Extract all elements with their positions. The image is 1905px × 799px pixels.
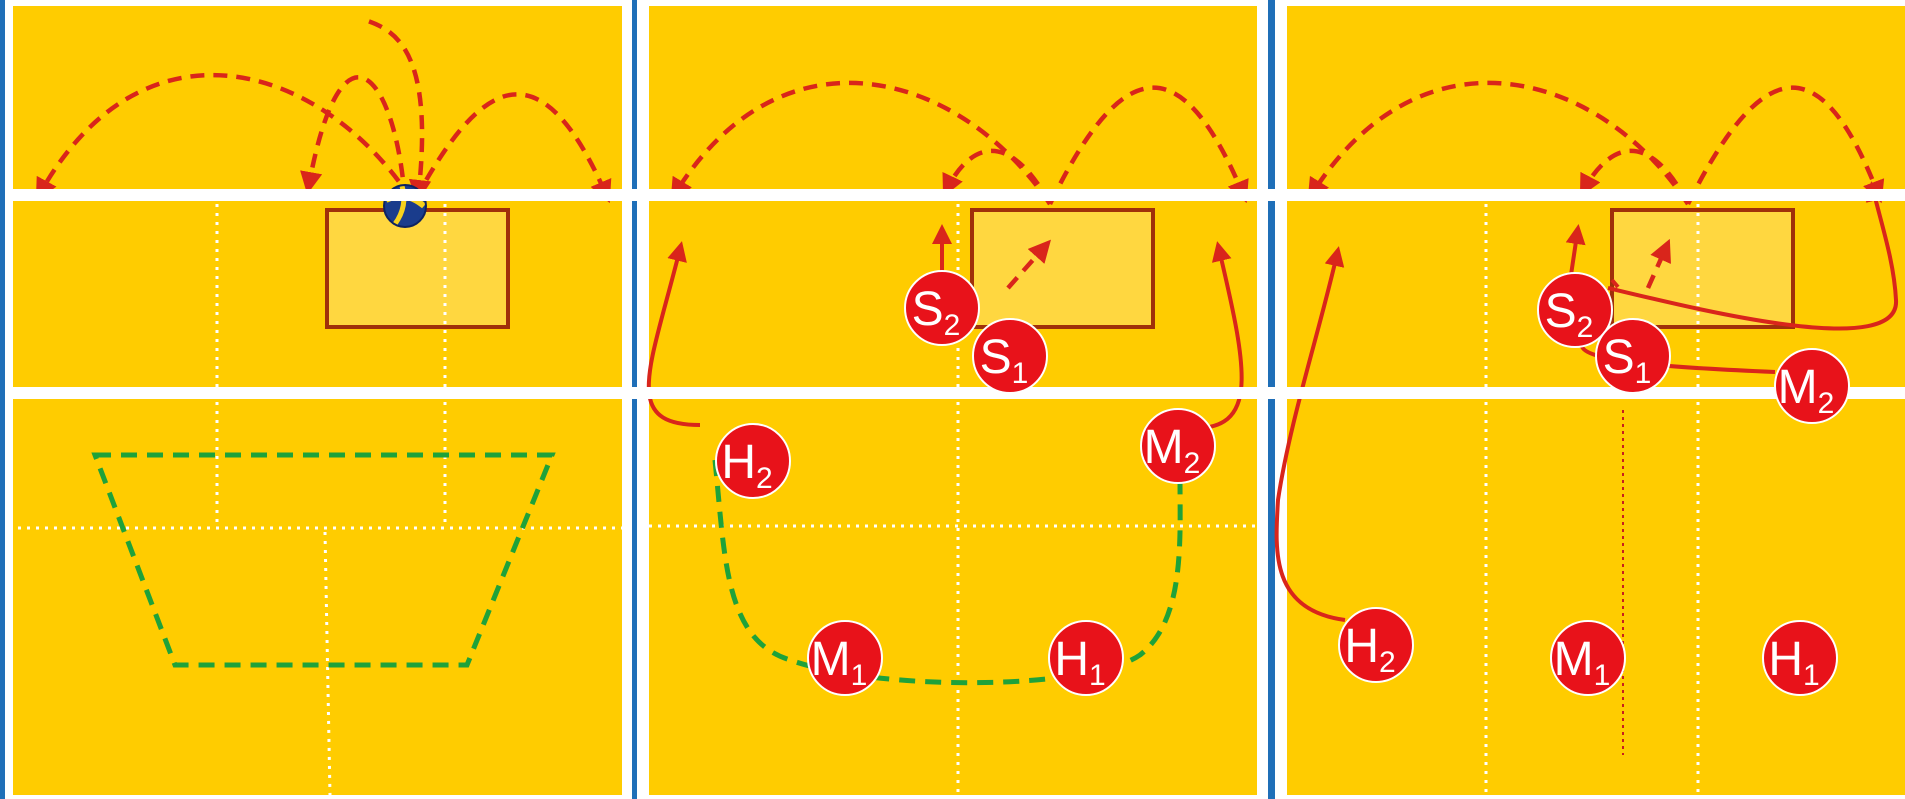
player-s2: S2 [1537,272,1613,348]
court-top-3 [1287,6,1905,189]
player-m1: M1 [807,620,883,696]
coverage-zone-1 [91,452,556,668]
panel-divider-left [0,0,5,799]
target-zone-2 [970,208,1155,329]
court-back-3 [1287,399,1905,795]
player-subscript: 2 [1184,447,1201,480]
player-h1: H1 [1762,620,1838,696]
player-letter: S [1545,285,1577,338]
player-h2: H2 [715,423,791,499]
player-letter: S [912,283,944,336]
player-letter: S [980,331,1012,384]
svg-text:M1: M1 [1554,633,1611,692]
court-front-1 [13,201,622,387]
target-zone-1 [325,208,510,329]
player-h1: H1 [1048,620,1124,696]
svg-text:H2: H2 [1344,620,1395,679]
svg-text:M2: M2 [1778,361,1835,420]
svg-text:S1: S1 [980,331,1029,390]
ball-trajectories-1 [35,17,612,204]
player-movements-3 [1274,181,1899,622]
coverage-arc-2 [712,459,1183,686]
player-subscript: 1 [1012,357,1029,390]
court-back-1 [13,399,622,795]
player-subscript: 1 [1635,357,1652,390]
court-grid-1 [18,204,622,796]
svg-text:S2: S2 [912,283,961,342]
court-lines [13,189,1905,399]
player-subscript: 1 [1594,659,1611,692]
player-letter: M [1144,421,1184,474]
target-zone-3 [1610,208,1795,329]
player-letter: S [1603,331,1635,384]
net-line [13,189,1905,201]
player-letter: H [1054,633,1089,686]
player-s2: S2 [904,270,980,346]
panel-divider-1 [632,0,637,799]
player-subscript: 1 [1089,659,1106,692]
svg-text:S2: S2 [1545,285,1594,344]
player-subscript: 1 [1803,659,1820,692]
player-subscript: 2 [1379,646,1396,679]
player-subscript: 2 [1577,311,1594,344]
player-subscript: 1 [851,659,868,692]
svg-text:H1: H1 [1768,633,1819,692]
player-letter: M [1778,361,1818,414]
court-grid-2 [649,204,1257,795]
court-top-2 [649,6,1257,189]
panel-divider-2 [1268,0,1275,799]
ball-trajectories-2 [670,80,1249,290]
player-subscript: 2 [944,309,961,342]
player-subscript: 2 [1818,387,1835,420]
ball-trajectories-3 [1307,80,1885,289]
svg-text:S1: S1 [1603,331,1652,390]
svg-text:H1: H1 [1054,633,1105,692]
player-letter: M [811,633,851,686]
svg-text:H2: H2 [721,436,772,495]
svg-text:M2: M2 [1144,421,1201,480]
player-letter: H [1768,633,1803,686]
svg-text:M1: M1 [811,633,868,692]
player-letter: H [1344,620,1379,673]
player-s1: S1 [972,318,1048,394]
attack-line [13,387,1905,399]
court-top-1 [13,6,622,189]
player-h2: H2 [1338,607,1414,683]
panel-2 [646,6,1257,795]
player-letter: H [721,436,756,489]
player-m1: M1 [1550,620,1626,696]
player-letter: M [1554,633,1594,686]
player-subscript: 2 [756,462,773,495]
panel-1 [13,6,622,796]
player-m2: M2 [1774,348,1850,424]
player-m2: M2 [1140,408,1216,484]
player-s1: S1 [1595,318,1671,394]
